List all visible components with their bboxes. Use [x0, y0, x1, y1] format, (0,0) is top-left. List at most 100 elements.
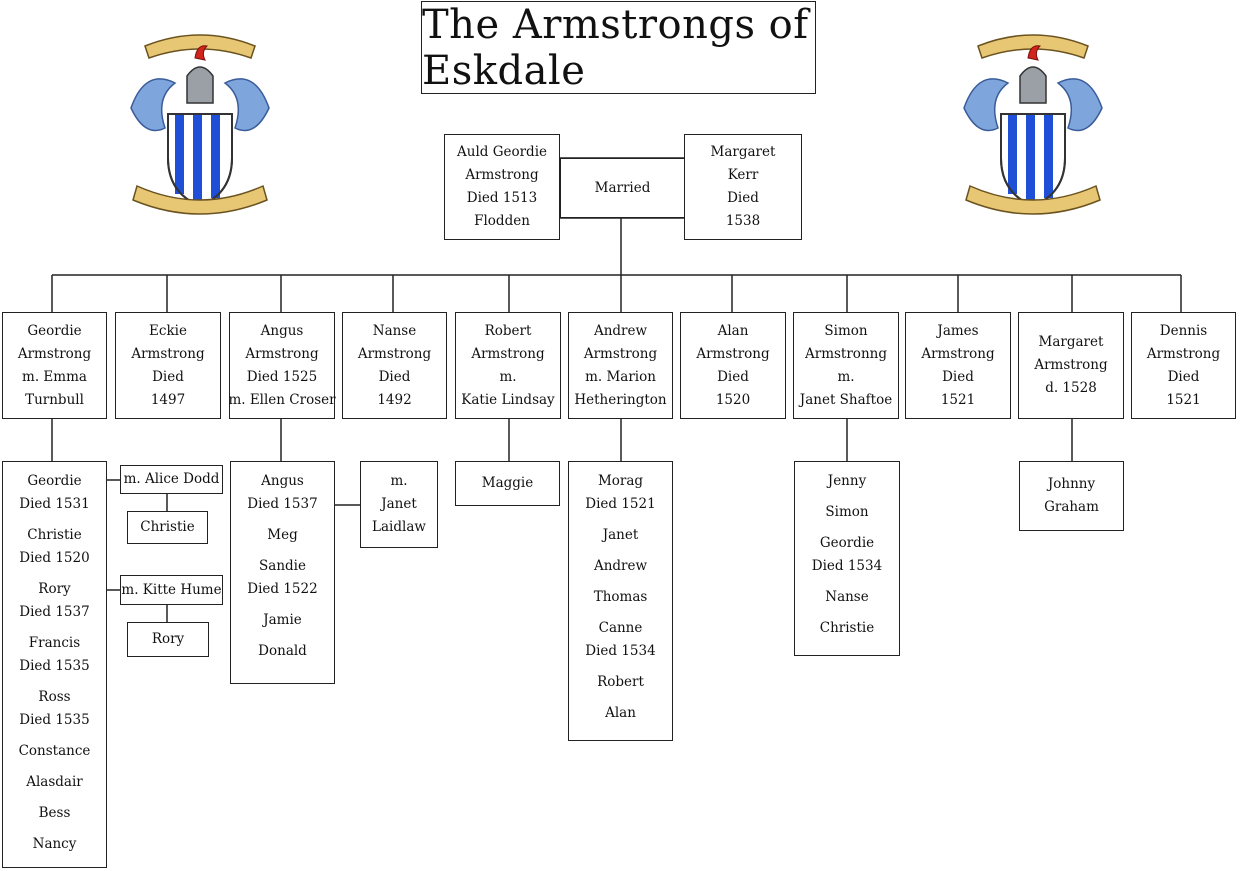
grandchild-name: Ross: [38, 689, 71, 705]
grandchild-name: Francis: [28, 635, 81, 651]
name-line: Andrew: [593, 322, 648, 339]
grandchild-name: Geordie: [819, 535, 875, 551]
grandchild-entry: Janet: [603, 524, 639, 547]
spouse-label: m. Kitte Hume: [121, 581, 222, 598]
coat-of-arms-right-icon: [963, 34, 1103, 215]
name-line: Died: [942, 368, 974, 385]
grandchild-name: Angus: [261, 473, 304, 489]
name-line: m.: [837, 368, 855, 385]
spouse-label: m. Alice Dodd: [123, 471, 220, 487]
name-line: Margaret: [1038, 334, 1104, 350]
name-line: d. 1528: [1045, 380, 1097, 396]
grandchild-name: Nancy: [32, 836, 77, 852]
grandchild-name: Christie: [27, 527, 82, 543]
death-date: Died 1522: [247, 581, 318, 597]
name-line: Armstrong: [357, 345, 432, 362]
name-line: Armstrong: [245, 345, 319, 362]
grandchild-name: Meg: [267, 527, 298, 543]
name-line: Armstrong: [131, 345, 205, 362]
name-line: Eckie: [149, 322, 187, 339]
grandchild-entry: Alasdair: [26, 771, 83, 794]
grandchild-name: Donald: [258, 643, 307, 659]
name-line: Hetherington: [574, 391, 667, 408]
name-line: Died 1525: [246, 368, 318, 385]
grandchild-entry: Nanse: [825, 586, 868, 609]
name-line: Janet Shaftoe: [799, 391, 893, 408]
death-date: Died 1537: [19, 604, 90, 620]
name-line: Margaret: [710, 144, 776, 160]
name-line: Flodden: [474, 213, 530, 229]
grandchild-entry: Constance: [19, 740, 91, 763]
alice-child-box: Christie: [127, 511, 208, 544]
name-line: Robert: [484, 322, 532, 339]
grandchild-entry: Thomas: [594, 586, 648, 609]
grandchild-entry: Christie: [820, 617, 874, 640]
name-line: Graham: [1044, 499, 1099, 515]
death-date: Died 1537: [247, 496, 318, 512]
name-line: Alan: [717, 322, 749, 339]
grandchild-name: Morag: [597, 473, 644, 489]
death-date: Died 1531: [19, 496, 90, 512]
name-line: Died: [727, 190, 759, 206]
grandchild-name: Canne: [598, 620, 643, 636]
grandchild-name: Bess: [38, 805, 71, 821]
name-line: Dennis: [1159, 322, 1208, 339]
name-line: Armstrong: [1034, 357, 1108, 373]
name-line: Armstrong: [583, 345, 658, 362]
death-date: Died 1534: [811, 558, 883, 574]
name-line: Died 1513: [466, 190, 538, 206]
name-line: 1538: [725, 213, 761, 229]
name-line: 1520: [715, 391, 751, 408]
name-line: m.: [499, 368, 517, 385]
name-line: Armstronng: [805, 345, 887, 362]
name-line: Kerr: [727, 167, 759, 183]
name-line: Turnbull: [25, 391, 84, 408]
grandchild-name: Alasdair: [26, 774, 83, 790]
name-line: Armstrong: [465, 167, 539, 183]
name-line: 1521: [940, 391, 976, 408]
name-line: Armstrong: [696, 345, 770, 362]
married-box: Married: [560, 158, 685, 218]
grandchild-name: Andrew: [593, 558, 648, 574]
name-line: m. Marion: [585, 368, 656, 385]
grandchild-entry: Alan: [605, 702, 636, 725]
grandchild-entry: Nancy: [33, 833, 77, 856]
grandchild-entry: Simon: [825, 501, 868, 524]
death-date: Died 1520: [19, 550, 90, 566]
name-line: 1497: [150, 391, 186, 408]
grandchild-name: Simon: [825, 504, 869, 520]
name-line: Janet: [381, 496, 417, 512]
coat-of-arms-left-icon: [130, 34, 270, 215]
grandchild-entry: Meg: [267, 524, 297, 547]
name-line: Angus: [260, 322, 304, 339]
name-line: Katie Lindsay: [461, 391, 555, 408]
name-line: Died: [717, 368, 749, 385]
name-line: Laidlaw: [372, 519, 426, 535]
grandchild-entry: Andrew: [594, 555, 647, 578]
grandchild-entry: Jenny: [828, 470, 866, 493]
name-line: Armstrong: [1146, 345, 1221, 362]
grandchild-name: Janet: [602, 527, 639, 543]
grandchild-name: Constance: [18, 743, 91, 759]
name-line: Johnny: [1047, 476, 1096, 492]
